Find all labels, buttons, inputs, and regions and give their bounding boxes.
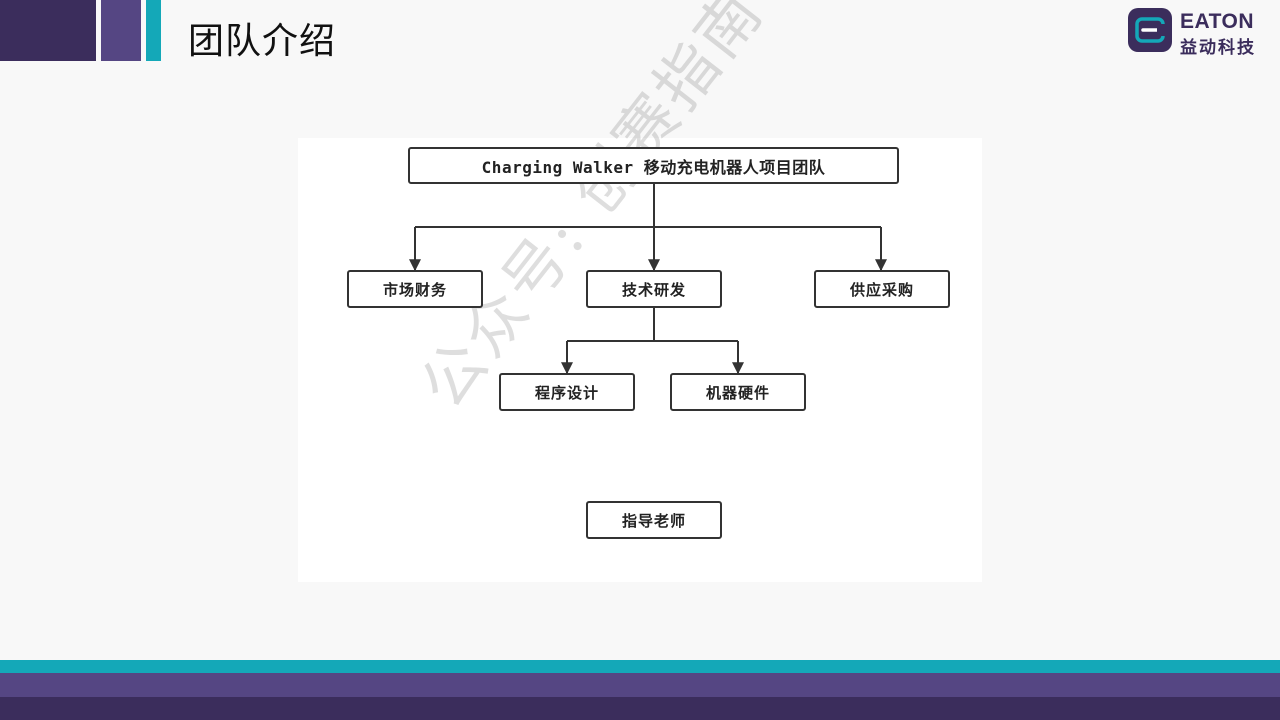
header-block-purple [101, 0, 141, 61]
org-node-programming: 程序设计 [499, 373, 635, 411]
footer-band-dark [0, 697, 1280, 720]
logo-mark-icon [1128, 8, 1172, 52]
org-node-advisor: 指导老师 [586, 501, 722, 539]
company-logo: EATON 益动科技 [1128, 8, 1273, 58]
org-node-supply-procurement: 供应采购 [814, 270, 950, 308]
logo-name: EATON [1180, 10, 1255, 33]
footer-band-purple [0, 673, 1280, 697]
org-node-root: Charging Walker 移动充电机器人项目团队 [408, 147, 899, 184]
header-block-dark [0, 0, 96, 61]
org-node-market-finance: 市场财务 [347, 270, 483, 308]
org-node-rnd: 技术研发 [586, 270, 722, 308]
page-title: 团队介绍 [188, 21, 337, 62]
logo-subtitle: 益动科技 [1180, 38, 1256, 58]
org-node-hardware: 机器硬件 [670, 373, 806, 411]
header-block-teal [146, 0, 161, 61]
footer-band-teal [0, 660, 1280, 673]
